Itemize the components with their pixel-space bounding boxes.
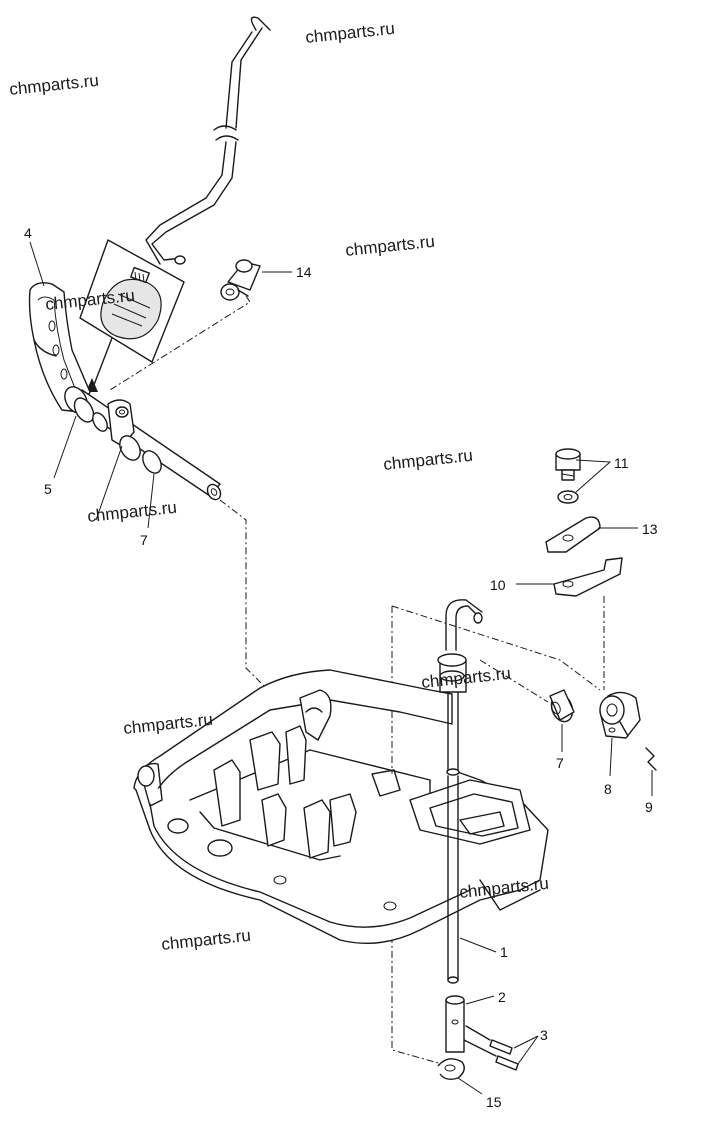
part-number-5: 5 — [44, 481, 52, 497]
part-number-11: 11 — [614, 455, 629, 471]
rod-connector-clip — [220, 259, 261, 301]
lower-cowling — [133, 669, 549, 944]
shift-shaft — [64, 386, 222, 501]
part-number-7-lower: 7 — [556, 755, 564, 771]
part-number-1: 1 — [500, 944, 508, 960]
vertical-shift-rod — [437, 599, 483, 984]
watermark-6: chmparts.ru — [86, 498, 177, 526]
part-number-14: 14 — [296, 264, 312, 280]
watermark-2: chmparts.ru — [8, 71, 99, 99]
part-number-9: 9 — [645, 799, 653, 815]
bushing — [549, 689, 575, 723]
upper-shift-rod — [145, 16, 271, 265]
bolt — [555, 448, 581, 481]
part-number-2: 2 — [498, 989, 506, 1005]
detail-inset — [79, 239, 185, 392]
shift-lever-arm — [599, 691, 641, 739]
watermark-1: chmparts.ru — [304, 19, 395, 47]
part-number-15: 15 — [486, 1094, 502, 1110]
rod-coupling — [445, 995, 465, 1053]
washer — [557, 490, 579, 504]
part-number-7-upper: 7 — [140, 532, 148, 548]
cotter-pin — [645, 747, 657, 771]
lower-bracket — [553, 557, 623, 597]
part-number-13: 13 — [642, 521, 658, 537]
part-number-4: 4 — [24, 225, 32, 241]
upper-plate — [545, 516, 601, 553]
set-screws — [463, 1025, 519, 1071]
part-number-3: 3 — [540, 1027, 548, 1043]
watermark-5: chmparts.ru — [382, 446, 473, 474]
retaining-clip — [437, 1058, 465, 1081]
watermark-10: chmparts.ru — [160, 926, 251, 954]
part-number-10: 10 — [490, 577, 506, 593]
part-number-8: 8 — [604, 781, 612, 797]
watermark-3: chmparts.ru — [344, 232, 435, 260]
